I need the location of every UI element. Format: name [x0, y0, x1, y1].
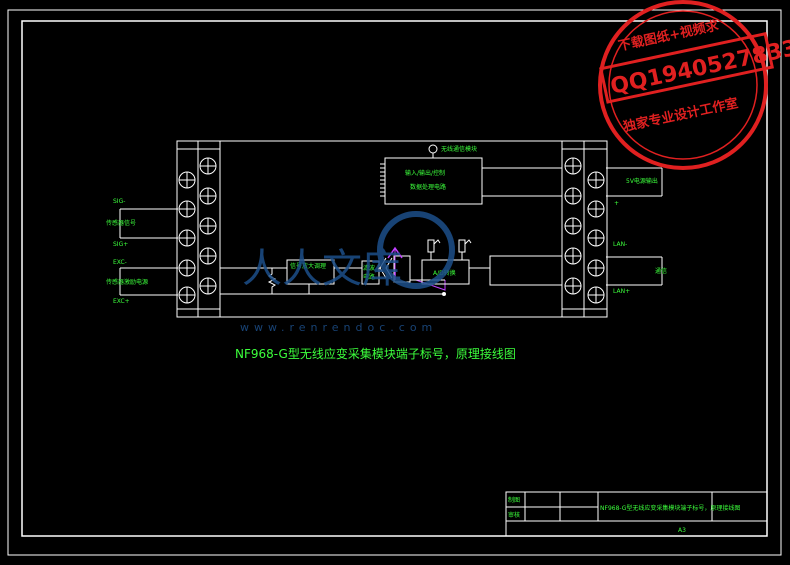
inner-border — [21, 20, 768, 537]
title-block-sheet: A3 — [678, 527, 686, 534]
left-external-wires — [119, 208, 178, 296]
watermark-site: www.renrendoc.com — [240, 321, 437, 334]
seal-inner-ring — [608, 10, 758, 160]
sig-minus-label: SIG- — [113, 198, 125, 205]
exc-plus-label: EXC+ — [113, 298, 130, 305]
mcu-pins — [380, 163, 385, 197]
amp-label: 信号放大调理 — [290, 262, 326, 270]
mcu-line1: 输入/输出/控制 — [405, 169, 445, 177]
wireless-label: 无线通信模块 — [441, 145, 477, 153]
filter-block — [361, 260, 380, 285]
title-block — [505, 491, 768, 537]
plus-label: + — [614, 200, 619, 207]
diagram-caption: NF968-G型无线应变采集模块端子标号，原理接线图 — [235, 346, 516, 361]
seal-qq-box — [599, 32, 774, 104]
mcu-line2: 数据处理电路 — [410, 183, 446, 191]
watermark-ring-icon — [377, 211, 455, 289]
sensor-left — [427, 239, 435, 253]
sig-label: 传感器信号 — [106, 219, 136, 227]
antenna-icon — [428, 144, 438, 154]
title-block-row2: 审核 — [508, 511, 520, 519]
exc-minus-label: EXC- — [113, 259, 127, 266]
amp-block — [286, 259, 335, 285]
watermark: 人人文库 www.renrendoc.com — [240, 211, 455, 334]
title-block-row1: 制图 — [508, 496, 520, 504]
sensor-right — [458, 239, 466, 253]
resistor-icon — [267, 268, 277, 294]
title-block-title: NF968-G型无线应变采集模块端子标号，原理接线图 — [600, 504, 740, 512]
right-terminals — [564, 157, 605, 304]
seal-bottom-text: 独家专业设计工作室 — [622, 95, 740, 135]
right-terminal-strip — [561, 140, 608, 318]
seal-stamp: QQ1940527833 下载图纸+视频求 独家专业设计工作室 — [598, 0, 790, 170]
power-out-label: 5V电源输出 — [626, 177, 658, 185]
ground-node — [442, 292, 446, 296]
lan-plus-label: LAN+ — [613, 288, 630, 295]
left-terminals — [178, 157, 217, 304]
lan-loop — [489, 255, 563, 286]
exc-label: 传感器激励电源 — [106, 278, 148, 286]
sensor-right-arrow — [464, 239, 472, 245]
seal-top-text: 下载图纸+视频求 — [617, 17, 721, 54]
mcu-block — [384, 157, 483, 205]
right-external-wires — [606, 167, 663, 286]
filter-label-a: 滤波 — [363, 264, 375, 272]
lan-label: 通信 — [655, 267, 667, 275]
outer-border — [7, 9, 782, 556]
sig-plus-label: SIG+ — [113, 241, 128, 248]
sensor-left-arrow — [433, 239, 441, 245]
filter-label-b: 电路 — [363, 273, 375, 281]
watermark-brand: 人人文库 — [242, 246, 402, 292]
adc-block — [421, 259, 470, 285]
seal-outer-ring — [598, 0, 768, 170]
left-terminal-strip — [176, 140, 221, 318]
lan-minus-label: LAN- — [613, 241, 627, 248]
